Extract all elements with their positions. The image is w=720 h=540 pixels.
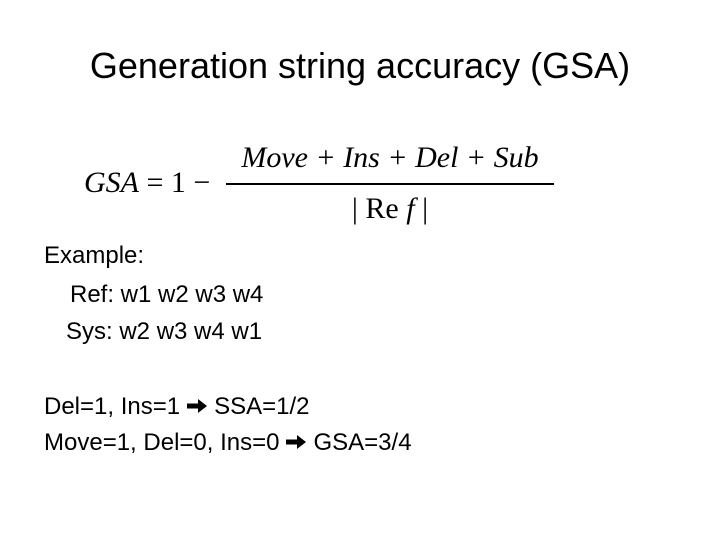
formula-denominator-close: | bbox=[414, 192, 429, 225]
right-arrow-icon bbox=[187, 399, 208, 414]
formula-numerator: Move + Ins + Del + Sub bbox=[241, 141, 539, 174]
right-arrow-icon bbox=[286, 435, 307, 450]
result-gsa-lhs: Move=1, Del=0, Ins=0 bbox=[44, 429, 280, 456]
result-ssa-rhs: SSA=1/2 bbox=[214, 393, 310, 420]
slide-title: Generation string accuracy (GSA) bbox=[89, 45, 631, 86]
formula-lhs-variable: GSA bbox=[84, 166, 139, 199]
formula-denominator-open: | Re bbox=[351, 192, 407, 225]
formula-denominator: | Re f | bbox=[226, 191, 554, 227]
result-ssa-lhs: Del=1, Ins=1 bbox=[44, 393, 181, 420]
example-heading: Example: bbox=[44, 242, 145, 269]
example-sys-line: Sys: w2 w3 w4 w1 bbox=[66, 318, 263, 345]
fraction-bar bbox=[226, 183, 554, 185]
result-line-gsa: Move=1, Del=0, Ins=0 GSA=3/4 bbox=[44, 429, 412, 457]
formula-denominator-variable: f bbox=[406, 192, 415, 225]
example-ref-line: Ref: w1 w2 w3 w4 bbox=[70, 281, 264, 308]
formula-lhs-equals-one-minus: = 1 − bbox=[139, 166, 211, 199]
result-gsa-rhs: GSA=3/4 bbox=[313, 429, 412, 456]
formula-lhs: GSA = 1 − bbox=[84, 165, 210, 201]
result-line-ssa: Del=1, Ins=1 SSA=1/2 bbox=[44, 393, 310, 421]
